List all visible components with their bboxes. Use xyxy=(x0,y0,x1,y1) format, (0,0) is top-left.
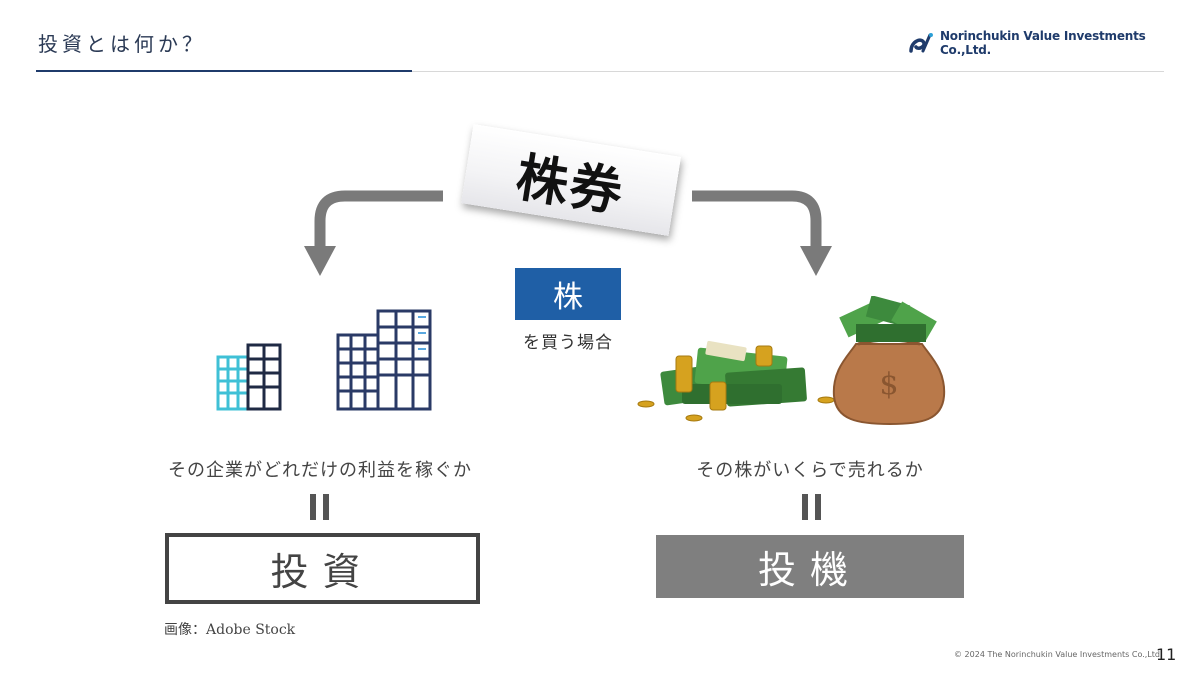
left-equals-icon xyxy=(310,494,329,520)
right-equals-icon xyxy=(802,494,821,520)
left-arrow-icon xyxy=(314,190,443,248)
copyright: © 2024 The Norinchukin Value Investments… xyxy=(954,650,1163,659)
right-arrow-icon xyxy=(692,190,822,248)
image-credit: 画像：Adobe Stock xyxy=(164,622,296,638)
page-number: 11 xyxy=(1156,645,1177,664)
right-caption: その株がいくらで売れるか xyxy=(696,460,924,481)
coins-icon xyxy=(637,345,835,422)
company-logo: Norinchukin Value Investments Co.,Ltd. xyxy=(908,29,1200,57)
company-logo-icon xyxy=(909,33,933,53)
buildings-icon xyxy=(216,309,432,411)
left-caption: その企業がどれだけの利益を稼ぐか xyxy=(168,460,472,481)
left-arrowhead-icon xyxy=(304,246,336,276)
speculation-box: 投機 xyxy=(656,535,964,598)
title-underline xyxy=(36,70,412,72)
card-label: 株券 xyxy=(512,146,629,224)
investment-box: 投資 xyxy=(165,533,480,604)
right-arrowhead-icon xyxy=(800,246,832,276)
badge-subtitle: を買う場合 xyxy=(523,333,613,353)
svg-text:$: $ xyxy=(879,367,898,402)
header-divider xyxy=(412,71,1164,72)
slide-title: 投資とは何か？ xyxy=(38,32,206,56)
stock-badge: 株 xyxy=(515,268,621,320)
money-bag-icon: $ xyxy=(637,296,946,426)
company-name: Norinchukin Value Investments Co.,Ltd. xyxy=(939,29,1146,57)
